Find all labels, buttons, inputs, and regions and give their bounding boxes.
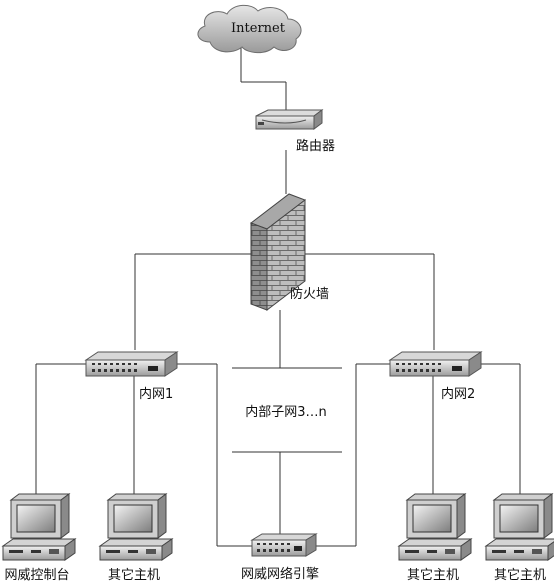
host-computer-1-label: 其它主机 xyxy=(108,567,160,583)
network-engine-label: 网威网络引擎 xyxy=(241,566,319,582)
switch-1-icon xyxy=(84,351,179,377)
router-icon xyxy=(255,109,324,130)
connection-lines xyxy=(35,45,521,547)
host-computer-3-label: 其它主机 xyxy=(494,567,546,583)
host-console-computer-icon xyxy=(1,493,77,561)
hosts-group: 网威控制台 其它主机 其它主机 其它主机 xyxy=(1,493,554,583)
internet-cloud: Internet xyxy=(197,4,302,54)
host-computer-1-icon xyxy=(98,493,174,561)
router-label: 路由器 xyxy=(296,138,335,154)
internet-label: Internet xyxy=(231,21,286,36)
internal-subnet-label: 内部子网3…n xyxy=(245,404,327,420)
switch-2-icon xyxy=(388,351,483,377)
host-computer-3-icon xyxy=(484,493,554,561)
host-console-computer-label: 网威控制台 xyxy=(4,568,69,583)
host-computer-2-label: 其它主机 xyxy=(407,567,459,583)
firewall-label: 防火墙 xyxy=(290,286,329,302)
host-computer-2-icon xyxy=(397,493,473,561)
switch-1-label: 内网1 xyxy=(139,386,173,402)
firewall-icon xyxy=(249,193,307,312)
switch-2-label: 内网2 xyxy=(441,386,475,402)
network-engine-icon xyxy=(250,533,318,557)
